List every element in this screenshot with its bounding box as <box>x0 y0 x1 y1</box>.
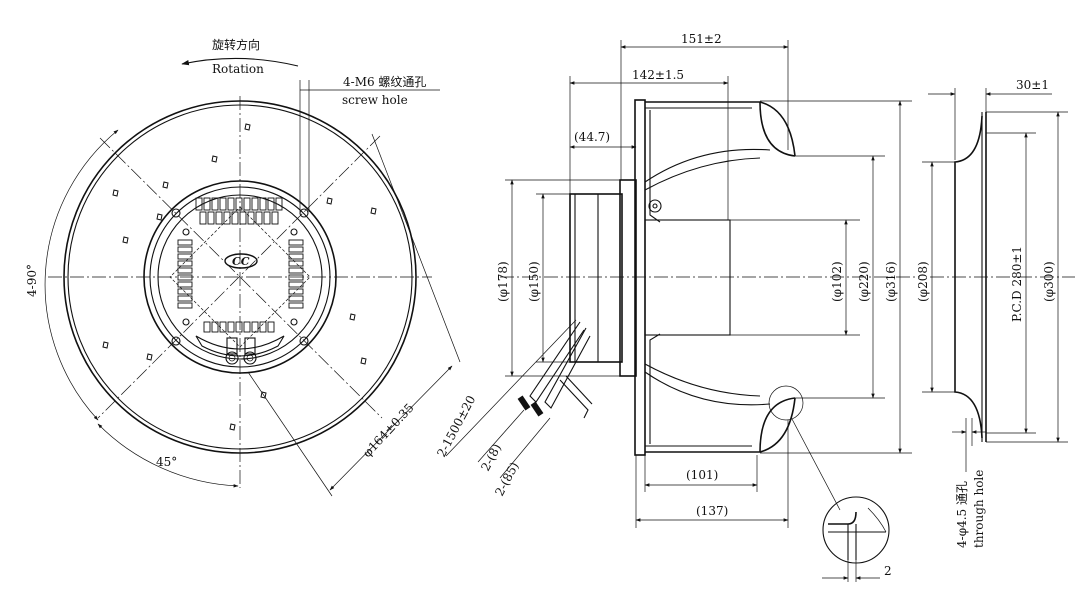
dim-300-label: (φ300) <box>1042 261 1056 302</box>
impeller-outer-circle <box>63 100 417 454</box>
cable-length-label: 2-1500±20 <box>434 393 478 459</box>
motor-vent-grille <box>169 197 311 348</box>
dia-164-ext-b <box>247 371 333 497</box>
dim-178-label: (φ178) <box>496 261 510 302</box>
through-hole-label-cn: 4-φ4.5 通孔 <box>955 481 969 548</box>
detail-view <box>822 496 890 564</box>
shroud-upper <box>645 101 796 157</box>
angle-45-label: 45° <box>156 455 177 469</box>
motor-flange <box>619 179 637 377</box>
logo-text: CC <box>232 255 250 268</box>
motor-cover-circle <box>157 194 323 360</box>
front-diagonal-centerline-b <box>97 135 381 419</box>
rotor-hub <box>644 219 731 336</box>
ring-inlet-profile <box>954 115 983 439</box>
detail-leader <box>791 418 841 511</box>
dim-142-label: 142±1.5 <box>632 68 684 82</box>
inlet-curl-lower <box>759 397 796 453</box>
side-view: 151±2 142±1.5 (44.7) (φ178) (φ150) (φ102… <box>434 32 920 582</box>
dia-164-dimline <box>329 365 453 491</box>
angle-4x90-arc <box>44 129 119 421</box>
front-diagonal-centerline-a <box>99 137 383 419</box>
impeller-outer-circle-inner <box>67 104 413 450</box>
dim-220-label: (φ220) <box>857 261 871 302</box>
cable-85-label: 2-(85) <box>492 460 521 499</box>
angle-45-arc <box>97 423 239 488</box>
motor-housing-circle <box>149 186 331 368</box>
dim-137-label: (137) <box>696 504 728 518</box>
rotation-label-en: Rotation <box>212 62 264 76</box>
dim-316-label: (φ316) <box>884 261 898 302</box>
through-hole-label-en: through hole <box>972 470 986 548</box>
pcd-label: P.C.D 280±1 <box>1010 246 1024 322</box>
cable-85-line <box>499 417 551 479</box>
shroud-lower <box>645 397 796 453</box>
detail-marker-circle <box>768 385 804 421</box>
detail-2-label: 2 <box>884 564 892 578</box>
screw-hole-label-en: screw hole <box>342 93 408 107</box>
dim-151-label: 151±2 <box>681 32 722 46</box>
ring-view: 30±1 (φ208) P.C.D 280±1 (φ300) 4-φ4.5 通孔… <box>916 78 1075 548</box>
cable-8-label: 2-(8) <box>478 442 504 474</box>
dim-44-7-label: (44.7) <box>574 130 610 144</box>
dia-164-ext-a <box>371 133 461 363</box>
rotation-label-cn: 旋转方向 <box>212 37 260 52</box>
mounting-holes <box>171 208 309 346</box>
dim-102-label: (φ102) <box>830 261 844 302</box>
angle-4x90-label: 4-90° <box>25 264 39 297</box>
brand-logo: CC <box>224 253 258 269</box>
dim-208-label: (φ208) <box>916 261 930 302</box>
dim-150-label: (φ150) <box>527 261 541 302</box>
cables <box>517 321 593 419</box>
screw-hole-label-cn: 4-M6 螺纹通孔 <box>343 75 426 89</box>
hub-bolt <box>648 199 662 213</box>
cable-8-line <box>477 409 525 463</box>
cable-gland <box>195 335 285 365</box>
rotation-arrow <box>181 57 299 67</box>
cable-length-line <box>445 319 577 457</box>
dim-101-label: (101) <box>686 468 718 482</box>
front-view: CC 旋转方向 Rotation 4-M6 螺纹通孔 screw <box>25 37 461 497</box>
motor-body <box>569 193 623 363</box>
dim-30-label: 30±1 <box>1016 78 1049 92</box>
dia-164-label: φ164±0.35 <box>360 401 417 460</box>
motor-flange-circle <box>143 180 337 374</box>
inlet-curl-upper <box>759 101 796 157</box>
